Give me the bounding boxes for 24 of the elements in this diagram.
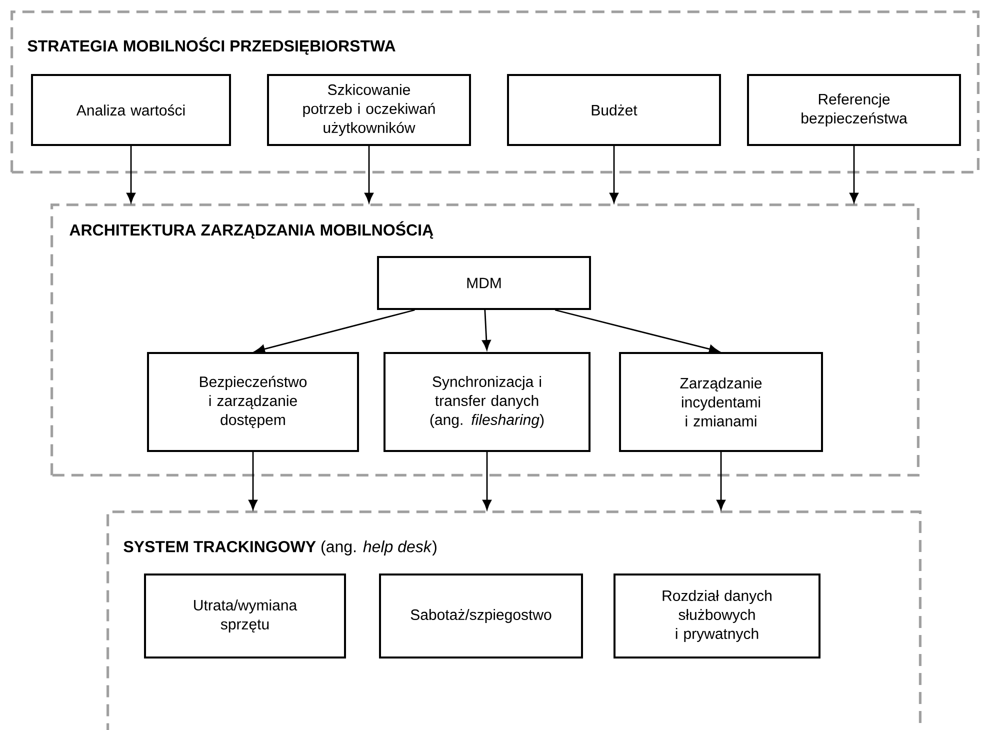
arrow <box>126 146 136 203</box>
arrow <box>610 146 618 203</box>
arrow <box>482 452 492 510</box>
process-box: Budżet <box>507 74 721 146</box>
arrow <box>850 146 858 203</box>
process-box: Analiza wartości <box>31 74 231 146</box>
section-heading: ARCHITEKTURA ZARZĄDZANIA MOBILNOŚCIĄ <box>70 221 434 239</box>
process-box: Referencje bezpieczeństwa <box>747 74 961 146</box>
process-box: MDM <box>377 256 591 310</box>
arrow <box>554 309 720 354</box>
section-heading: STRATEGIA MOBILNOŚCI PRZEDSIĘBIORSTWA <box>28 37 396 55</box>
arrow <box>248 452 258 510</box>
process-box: Sabotaż/szpiegostwo <box>379 574 583 658</box>
arrow <box>482 310 491 350</box>
arrow <box>716 452 726 510</box>
process-box: Bezpieczeństwo i zarządzanie dostępem <box>147 352 359 452</box>
arrow <box>364 146 374 203</box>
section-heading: SYSTEM TRACKINGOWY (ang. help desk) <box>124 540 436 556</box>
process-box: Zarządzanie incydentami i zmianami <box>619 352 823 452</box>
process-box: Szkicowanie potrzeb i oczekiwań użytkowników <box>267 74 471 146</box>
process-box: Rozdział danych służbowych i prywatnych <box>614 574 820 658</box>
process-box: Utrata/wymiana sprzętu <box>144 574 346 658</box>
process-box: Synchronizacja i transfer danych (ang. filesharing) <box>384 352 590 452</box>
arrow <box>254 309 415 354</box>
